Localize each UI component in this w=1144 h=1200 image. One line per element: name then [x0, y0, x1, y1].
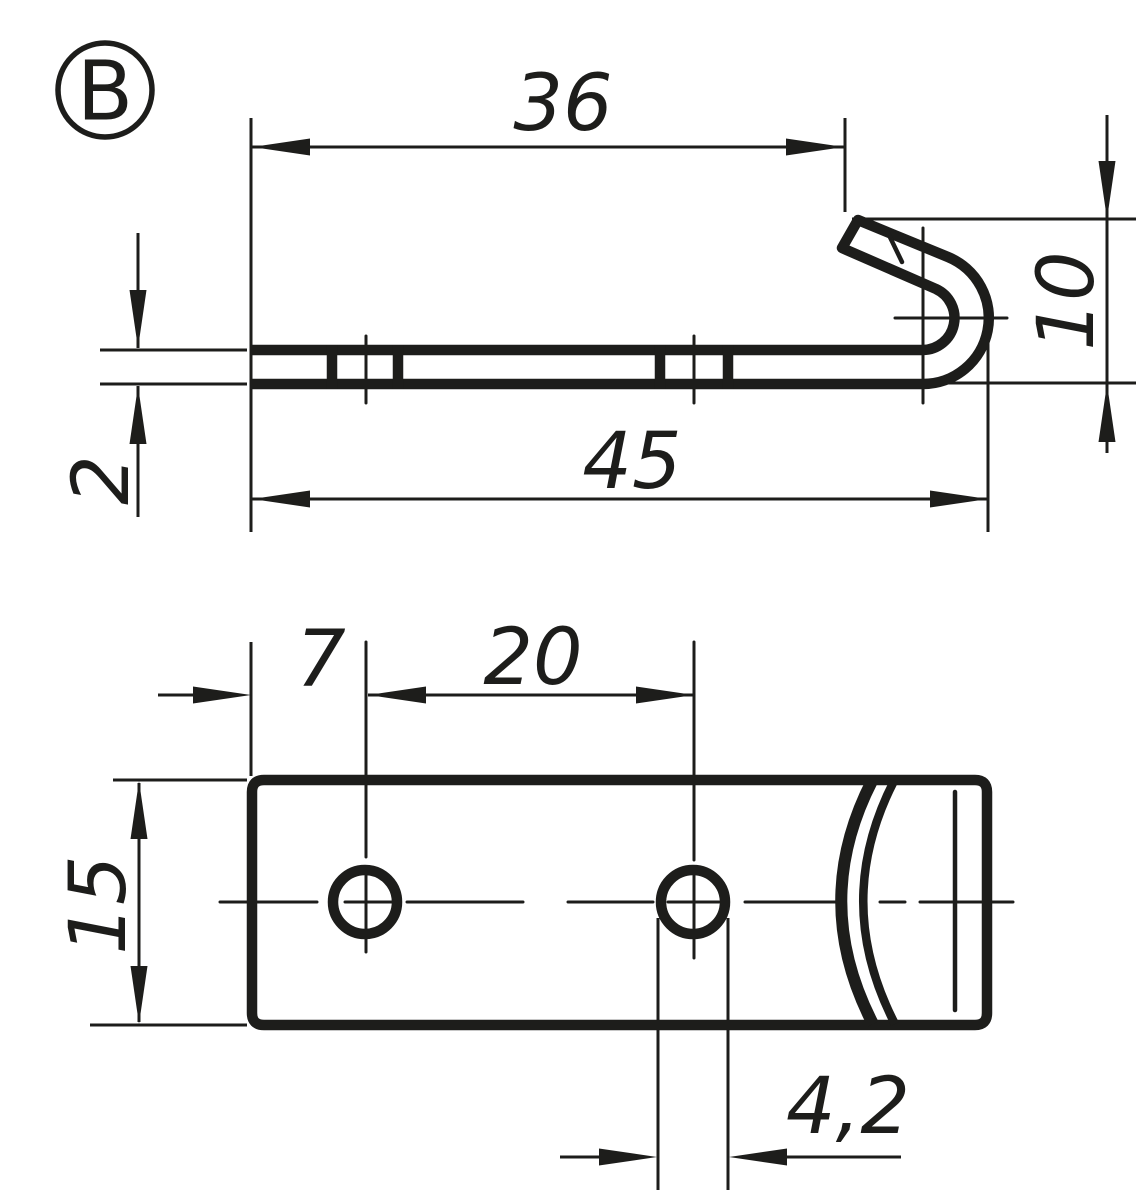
arrowhead	[786, 138, 844, 156]
dimension-text: 10	[1022, 251, 1112, 350]
plate-outline	[246, 774, 993, 1031]
dimension-10: 10	[852, 115, 1136, 453]
dimension-text: 15	[54, 855, 144, 954]
dimension-text: 2	[57, 455, 147, 505]
dimension-text: 45	[582, 417, 681, 507]
bend-arc-outer	[835, 778, 879, 1027]
plan-view	[218, 640, 1015, 1031]
arrowhead	[252, 490, 310, 508]
arrowhead	[130, 781, 148, 839]
dimension-20: 20	[368, 613, 694, 704]
hook-outline	[252, 214, 994, 390]
dimension-4-2: 4,2	[560, 918, 910, 1190]
dimension-15: 15	[54, 778, 247, 1027]
arrowhead	[729, 1148, 787, 1166]
bend-arc-inner	[859, 779, 899, 1026]
arrowhead	[930, 490, 988, 508]
arrowhead	[130, 966, 148, 1024]
view-label-text: B	[77, 45, 133, 140]
dimension-36: 36	[249, 59, 847, 532]
dimension-text: 4,2	[786, 1062, 910, 1152]
dimension-2: 2	[57, 233, 247, 517]
arrowhead	[1098, 161, 1116, 219]
dimension-7: 7	[158, 615, 346, 776]
arrowhead	[1098, 384, 1116, 442]
arrowhead	[599, 1148, 657, 1166]
arrowhead	[129, 290, 147, 348]
arrowhead	[129, 386, 147, 444]
dimension-45: 45	[252, 322, 990, 532]
arrowhead	[368, 686, 426, 704]
view-label-circle	[55, 40, 155, 140]
arrowhead	[636, 686, 694, 704]
arrowhead	[193, 686, 251, 704]
side-view	[252, 214, 1009, 405]
dimension-text: 36	[513, 59, 612, 149]
hook-tip-edge	[884, 228, 905, 265]
view-label: B	[55, 40, 155, 140]
dimension-text: 7	[296, 615, 346, 705]
dimension-text: 20	[483, 613, 582, 703]
arrowhead	[252, 138, 310, 156]
